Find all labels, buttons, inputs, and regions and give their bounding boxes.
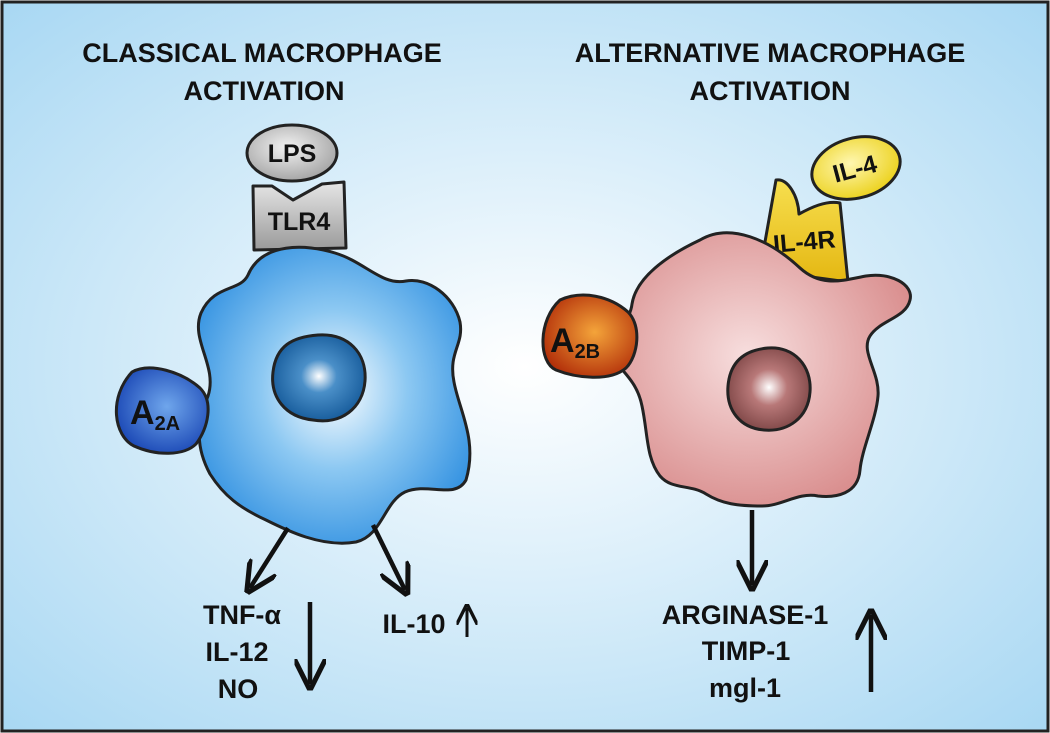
classical-title-line2: ACTIVATION (184, 76, 345, 106)
output-mgl1: mgl-1 (709, 673, 781, 703)
a2b-label-base: A (550, 322, 575, 360)
a2a-label-subscript: 2A (155, 413, 181, 435)
a2a-label: A2A (130, 394, 180, 435)
output-il12: IL-12 (205, 637, 268, 667)
a2b-receptor (541, 293, 639, 379)
output-il10: IL-10 (382, 609, 445, 639)
output-timp1: TIMP-1 (702, 636, 791, 666)
tlr4-receptor (251, 180, 348, 252)
alternative-title-line2: ACTIVATION (690, 76, 851, 106)
arrow-to-proinflammatory (250, 526, 290, 588)
il4-ligand (810, 135, 902, 201)
classical-title-line1: CLASSICAL MACROPHAGE (82, 38, 442, 68)
a2b-label: A2B (550, 322, 600, 363)
a2a-label-base: A (130, 394, 155, 432)
lps-ligand (245, 123, 339, 183)
arrow-to-il10 (370, 524, 405, 590)
tlr4-label: TLR4 (268, 208, 331, 236)
output-arginase1: ARGINASE-1 (662, 600, 829, 630)
lps-label: LPS (268, 140, 317, 168)
alternative-nucleus (726, 346, 812, 432)
alternative-title-line1: ALTERNATIVE MACROPHAGE (575, 38, 966, 68)
classical-nucleus (271, 333, 367, 423)
alternative-panel: ALTERNATIVE MACROPHAGE ACTIVATION IL-4R … (541, 38, 966, 703)
output-no: NO (218, 674, 259, 704)
classical-panel: CLASSICAL MACROPHAGE ACTIVATION TLR4 LPS… (82, 38, 470, 704)
a2a-receptor (115, 366, 210, 455)
output-tnf-alpha: TNF-α (203, 600, 281, 630)
a2b-label-subscript: 2B (575, 341, 601, 363)
